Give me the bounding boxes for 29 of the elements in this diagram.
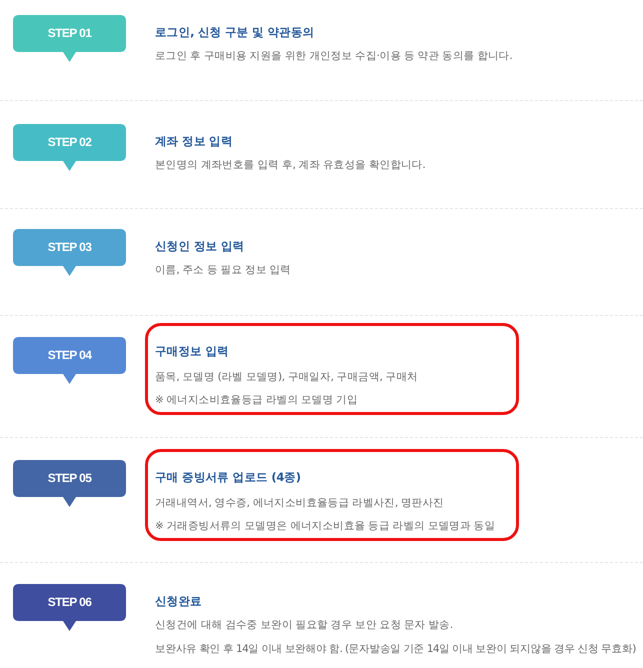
step-description: ※ 거래증빙서류의 모델명은 에너지소비효율 등급 라벨의 모델명과 동일	[155, 519, 496, 534]
step-number-label: STEP 03	[46, 239, 92, 256]
step-description: 품목, 모델명 (라벨 모델명), 구매일자, 구매금액, 구매처	[155, 370, 418, 385]
step-description: 보완사유 확인 후 14일 이내 보완해야 함. (문자발송일 기준 14일 이내 보완이 되지않을 경우 신청 무효화)	[155, 642, 636, 657]
step-description: 본인명의 계좌번호를 입력 후, 계좌 유효성을 확인합니다.	[155, 158, 426, 173]
step-number-label: STEP 01	[46, 25, 93, 42]
step-number-label: STEP 06	[46, 594, 92, 611]
step-title: 신청완료	[155, 593, 202, 610]
highlight-box	[145, 323, 519, 415]
step-title: 구매정보 입력	[155, 343, 229, 360]
step-callout	[13, 584, 126, 631]
step-description: 이름, 주소 등 필요 정보 입력	[155, 263, 291, 278]
step-callout	[13, 229, 126, 276]
step-callout	[13, 15, 126, 62]
step-callout	[13, 460, 126, 507]
step-description: ※ 에너지소비효율등급 라벨의 모델명 기입	[155, 393, 358, 408]
highlight-box	[145, 449, 519, 541]
step-title: 구매 증빙서류 업로드 (4종)	[155, 469, 301, 486]
step-callout	[13, 124, 126, 171]
step-number-label: STEP 02	[46, 134, 92, 151]
step-description: 로그인 후 구매비용 지원을 위한 개인정보 수집·이용 등 약관 동의를 합니다.	[155, 49, 512, 64]
step-callout	[13, 337, 126, 384]
step-number-label: STEP 04	[46, 347, 93, 364]
step-title: 로그인, 신청 구분 및 약관동의	[155, 24, 314, 41]
step-description: 거래내역서, 영수증, 에너지소비효율등급 라벨사진, 명판사진	[155, 496, 444, 511]
step-title: 신청인 정보 입력	[155, 238, 244, 255]
step-number-label: STEP 05	[46, 470, 92, 487]
step-description: 신청건에 대해 검수중 보완이 필요할 경우 보안 요청 문자 발송.	[155, 618, 453, 633]
step-title: 계좌 정보 입력	[155, 133, 233, 150]
